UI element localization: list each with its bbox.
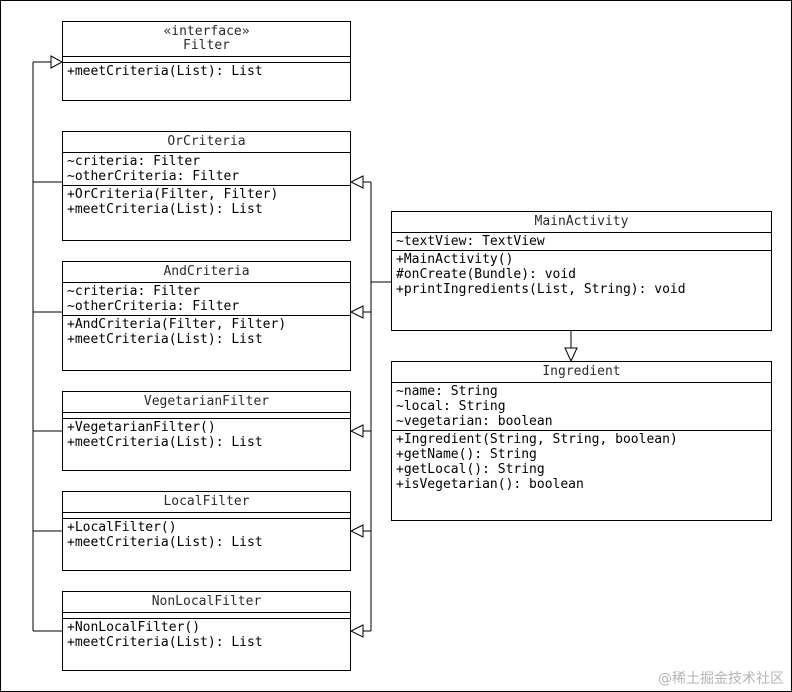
attributes-compartment	[63, 513, 350, 519]
class-orcriteria[interactable]: OrCriteria ~criteria: Filter ~otherCrite…	[62, 131, 351, 241]
attributes-compartment: ~criteria: Filter ~otherCriteria: Filter	[63, 153, 350, 186]
attribute: ~name: String	[396, 384, 498, 399]
class-name: MainActivity	[392, 212, 771, 233]
operation: #onCreate(Bundle): void	[396, 267, 577, 282]
attribute: ~otherCriteria: Filter	[67, 299, 240, 314]
class-vegetarianfilter[interactable]: VegetarianFilter +VegetarianFilter() +me…	[62, 391, 351, 471]
attributes-compartment	[63, 613, 350, 619]
dependency-arrow-localfilter	[349, 524, 371, 538]
class-name: Ingredient	[392, 362, 771, 383]
operation: +getName(): String	[396, 447, 537, 462]
operations-compartment: +MainActivity() #onCreate(Bundle): void …	[392, 251, 771, 298]
class-name: AndCriteria	[63, 262, 350, 283]
operations-compartment: +Ingredient(String, String, boolean) +ge…	[392, 431, 771, 493]
attributes-compartment	[63, 57, 350, 63]
operation: +meetCriteria(List): List	[67, 635, 263, 650]
class-name: VegetarianFilter	[63, 392, 350, 413]
operation: +AndCriteria(Filter, Filter)	[67, 317, 287, 332]
attribute: ~vegetarian: boolean	[396, 414, 553, 429]
attribute: ~criteria: Filter	[67, 284, 201, 299]
attribute: ~criteria: Filter	[67, 154, 201, 169]
class-name: NonLocalFilter	[63, 592, 350, 613]
operation: +NonLocalFilter()	[67, 620, 201, 635]
operation: +meetCriteria(List): List	[67, 435, 263, 450]
class-ingredient[interactable]: Ingredient ~name: String ~local: String …	[391, 361, 772, 521]
class-name: OrCriteria	[63, 132, 350, 153]
dependency-arrow-andcriteria	[349, 305, 371, 319]
operations-compartment: +VegetarianFilter() +meetCriteria(List):…	[63, 419, 350, 451]
operation: +getLocal(): String	[396, 462, 545, 477]
operation: +isVegetarian(): boolean	[396, 477, 584, 492]
operation: +MainActivity()	[396, 252, 514, 267]
dependency-arrow-vegetarianfilter	[349, 424, 371, 438]
operation: +meetCriteria(List): List	[67, 332, 263, 347]
attribute: ~textView: TextView	[396, 234, 545, 249]
operations-compartment: +LocalFilter() +meetCriteria(List): List	[63, 519, 350, 551]
operation: +LocalFilter()	[67, 520, 177, 535]
class-nonlocalfilter[interactable]: NonLocalFilter +NonLocalFilter() +meetCr…	[62, 591, 351, 671]
dependency-arrow-nonlocalfilter	[349, 624, 371, 638]
dependency-arrow-orcriteria	[349, 175, 371, 189]
operations-compartment: +OrCriteria(Filter, Filter) +meetCriteri…	[63, 186, 350, 218]
class-name: «interface» Filter	[63, 22, 350, 57]
class-andcriteria[interactable]: AndCriteria ~criteria: Filter ~otherCrit…	[62, 261, 351, 371]
watermark: @稀土掘金技术社区	[658, 671, 784, 687]
operation: +Ingredient(String, String, boolean)	[396, 432, 678, 447]
operations-compartment: +AndCriteria(Filter, Filter) +meetCriter…	[63, 316, 350, 348]
operation: +VegetarianFilter()	[67, 420, 216, 435]
class-localfilter[interactable]: LocalFilter +LocalFilter() +meetCriteria…	[62, 491, 351, 571]
operation: +printIngredients(List, String): void	[396, 282, 686, 297]
operation: +meetCriteria(List): List	[67, 202, 263, 217]
operations-compartment: +meetCriteria(List): List	[63, 63, 350, 80]
stereotype-label: «interface»	[163, 24, 250, 39]
operation: +OrCriteria(Filter, Filter)	[67, 187, 279, 202]
attributes-compartment: ~textView: TextView	[392, 233, 771, 251]
operation: +meetCriteria(List): List	[67, 64, 263, 79]
dependency-arrow-ingredient	[564, 330, 578, 363]
attributes-compartment	[63, 413, 350, 419]
attributes-compartment: ~criteria: Filter ~otherCriteria: Filter	[63, 283, 350, 316]
attributes-compartment: ~name: String ~local: String ~vegetarian…	[392, 383, 771, 431]
operation: +meetCriteria(List): List	[67, 535, 263, 550]
class-mainactivity[interactable]: MainActivity ~textView: TextView +MainAc…	[391, 211, 772, 331]
class-name: LocalFilter	[63, 492, 350, 513]
attribute: ~local: String	[396, 399, 506, 414]
attribute: ~otherCriteria: Filter	[67, 169, 240, 184]
class-filter[interactable]: «interface» Filter +meetCriteria(List): …	[62, 21, 351, 101]
operations-compartment: +NonLocalFilter() +meetCriteria(List): L…	[63, 619, 350, 651]
class-title: Filter	[183, 38, 230, 53]
realization-arrowhead	[50, 55, 64, 69]
